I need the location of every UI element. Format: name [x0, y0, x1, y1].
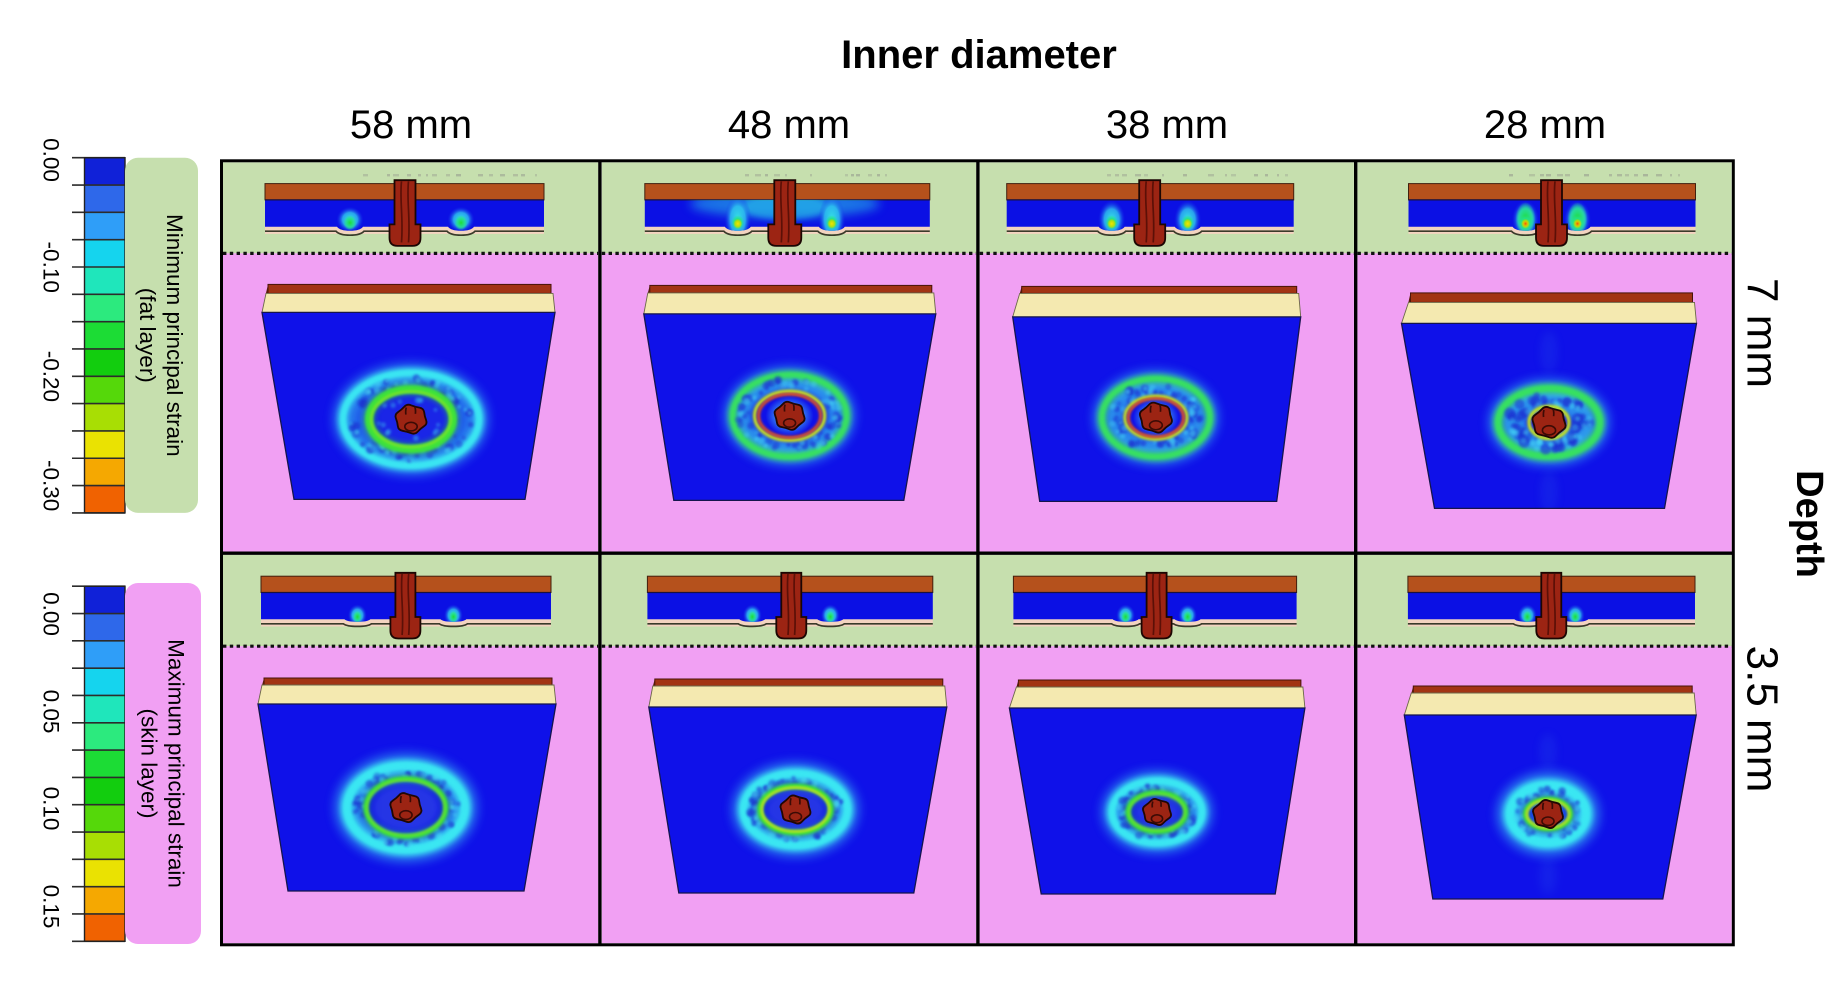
svg-text:Minimum principal strain: Minimum principal strain: [162, 214, 187, 457]
svg-text:(skin layer): (skin layer): [137, 708, 162, 818]
svg-text:28 mm: 28 mm: [1484, 103, 1606, 147]
svg-text:0.00: 0.00: [39, 138, 64, 182]
svg-text:-0.10: -0.10: [39, 242, 64, 293]
svg-text:48 mm: 48 mm: [728, 103, 850, 147]
svg-text:Depth: Depth: [1788, 470, 1830, 578]
svg-text:0.00: 0.00: [39, 592, 64, 636]
svg-text:(fat layer): (fat layer): [135, 288, 160, 383]
svg-text:0.15: 0.15: [39, 885, 64, 929]
svg-text:-0.30: -0.30: [39, 460, 64, 511]
svg-text:38 mm: 38 mm: [1106, 103, 1228, 147]
svg-text:0.05: 0.05: [39, 690, 64, 734]
svg-text:-0.20: -0.20: [39, 351, 64, 402]
svg-text:58 mm: 58 mm: [350, 103, 472, 147]
svg-text:Inner diameter: Inner diameter: [841, 33, 1117, 77]
svg-text:0.10: 0.10: [39, 787, 64, 831]
svg-text:7 mm: 7 mm: [1738, 278, 1787, 388]
svg-text:Maximum principal strain: Maximum principal strain: [164, 639, 189, 888]
svg-text:3.5 mm: 3.5 mm: [1738, 646, 1787, 793]
